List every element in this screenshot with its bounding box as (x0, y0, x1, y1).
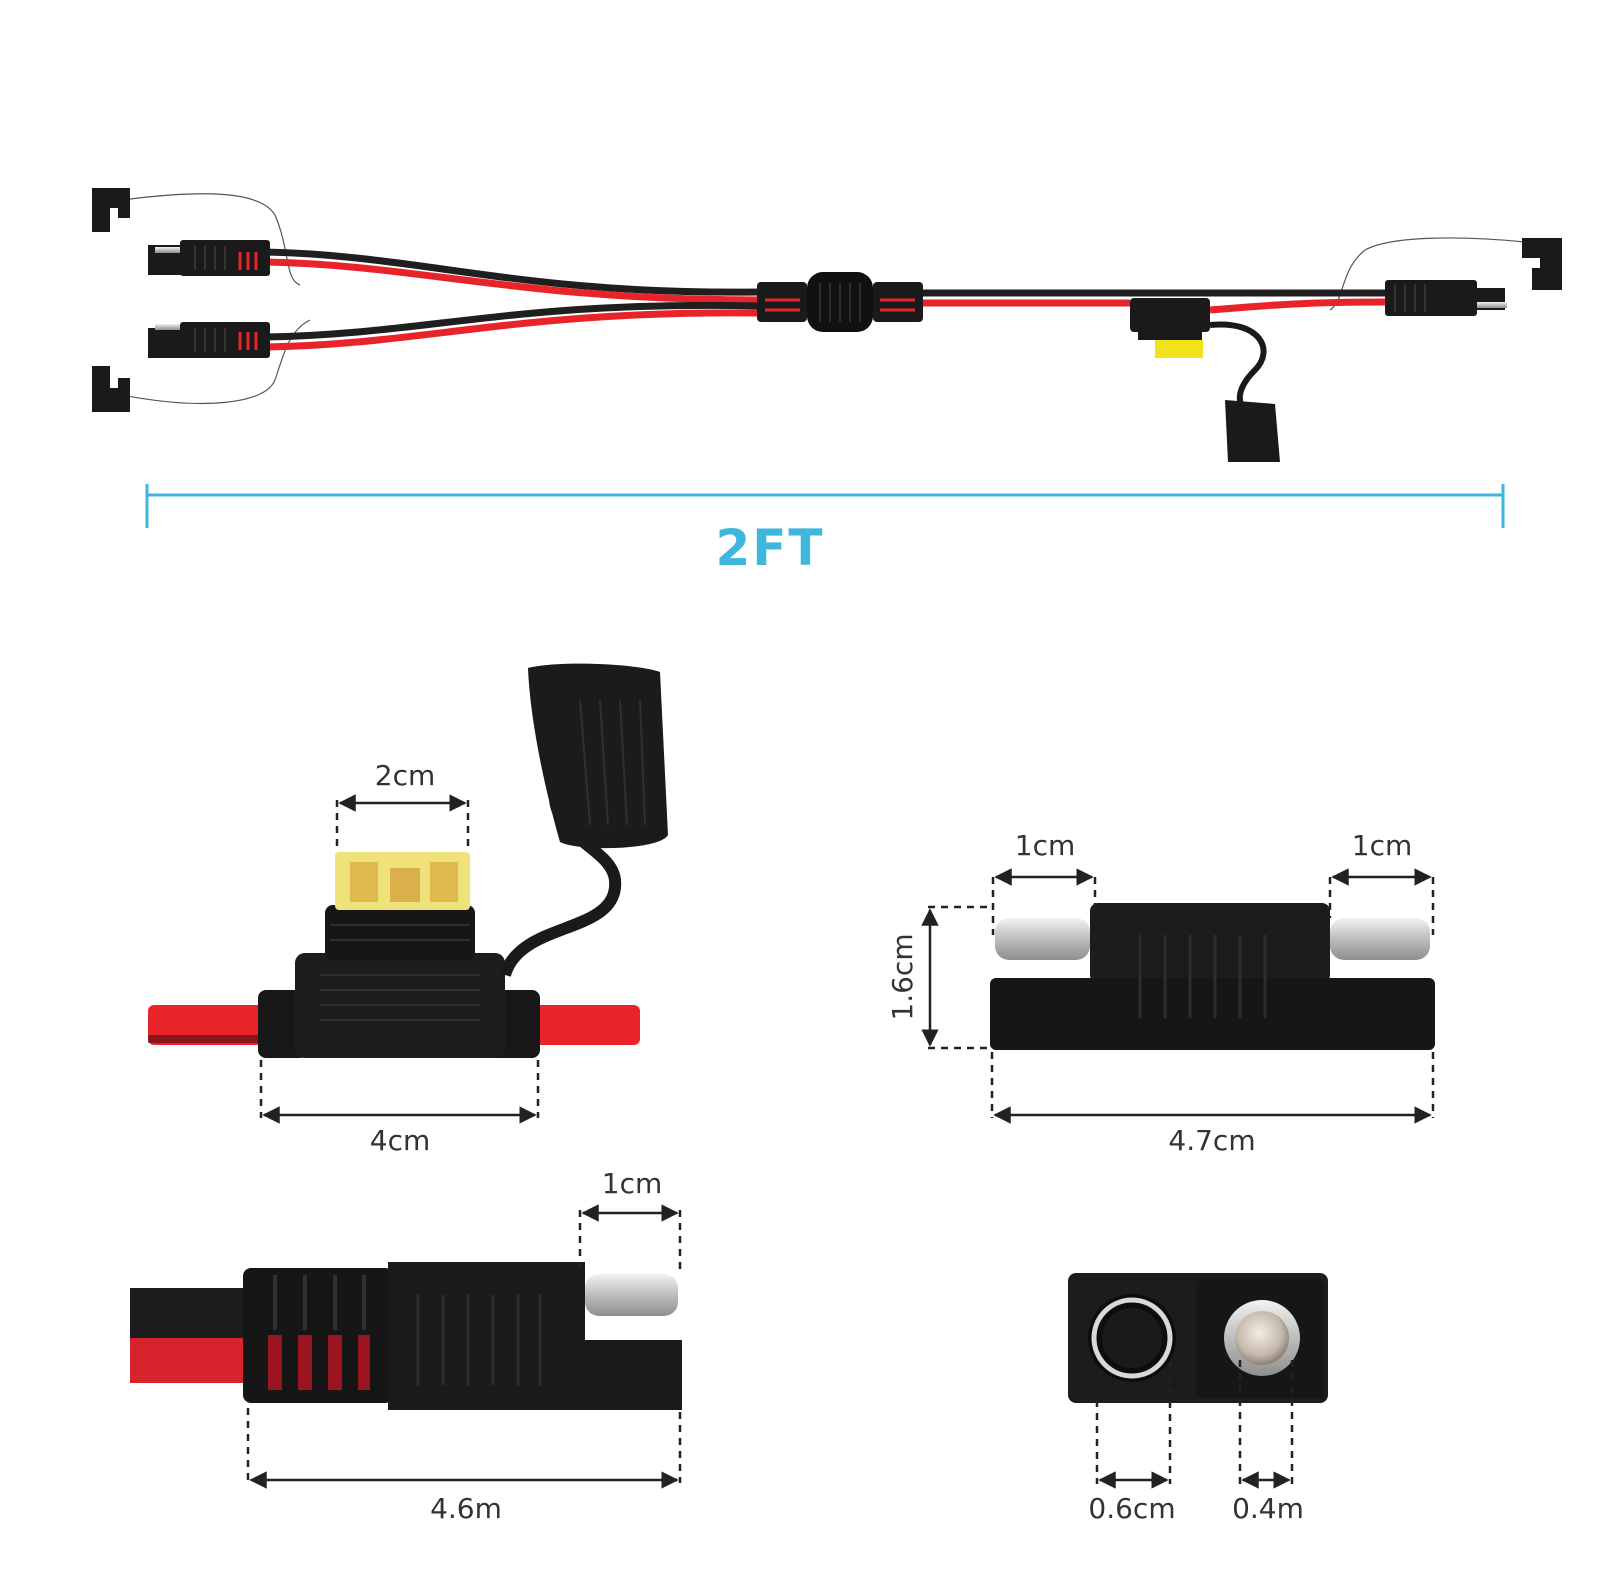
length-bar: 2FT (145, 484, 1505, 577)
dust-cap-icon (92, 366, 130, 412)
right-pin-length-label: 1cm (1352, 829, 1412, 862)
sae-connector-icon (148, 322, 270, 358)
pin-diameter-label: 0.4m (1232, 1492, 1304, 1525)
connector-height-label: 1.6cm (886, 933, 919, 1020)
plug-pin-length-label: 1cm (602, 1167, 662, 1200)
total-length-label: 2FT (715, 519, 824, 577)
extension-connector-detail: 1cm 1cm 1.6cm 4.7cm (886, 829, 1435, 1157)
fuse-holder-detail: 2cm 4cm (148, 663, 668, 1157)
fuse-holder-icon (1130, 298, 1280, 462)
connector-face-detail: 0.6cm 0.4m (1068, 1273, 1328, 1525)
connector-length-label: 4.7cm (1168, 1124, 1255, 1157)
dust-cap-icon (92, 188, 130, 232)
left-pin-length-label: 1cm (1015, 829, 1075, 862)
y-splitter-icon (757, 272, 923, 332)
y-splitter-overview: 2FT (92, 188, 1562, 577)
fuse-width-label: 2cm (375, 759, 435, 792)
sae-connector-icon (1385, 280, 1507, 316)
fuse-holder-length-label: 4cm (370, 1124, 430, 1157)
plug-length-label: 4.6m (430, 1492, 502, 1525)
socket-diameter-label: 0.6cm (1088, 1492, 1175, 1525)
sae-connector-icon (148, 240, 270, 276)
sae-plug-detail: 1cm 4.6m (130, 1167, 682, 1525)
dust-cap-icon (1522, 238, 1562, 290)
